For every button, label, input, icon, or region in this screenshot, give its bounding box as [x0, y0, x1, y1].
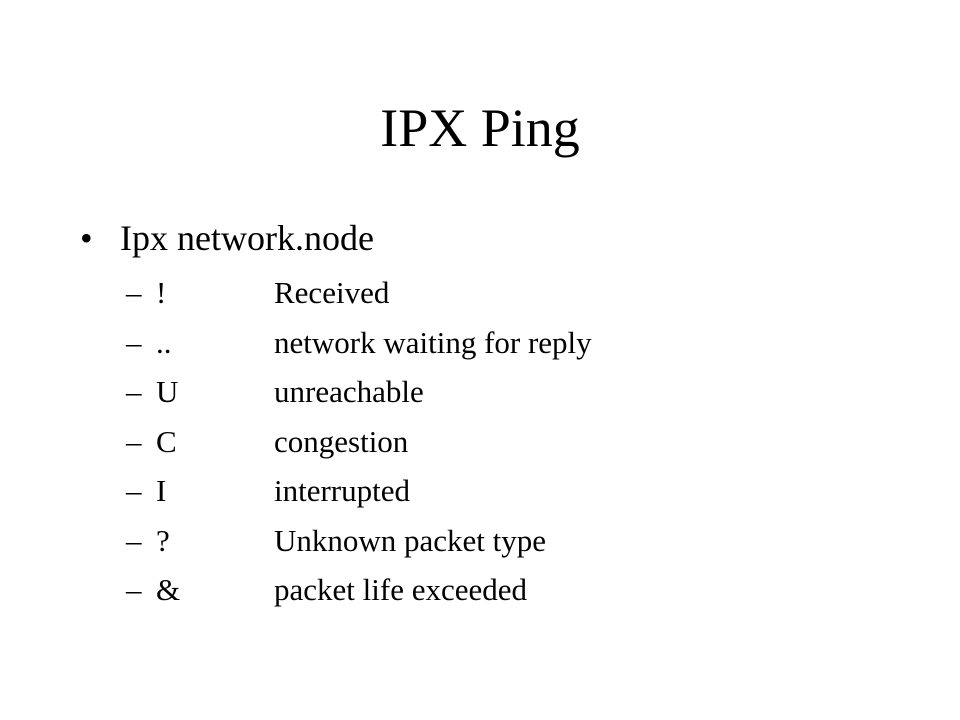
- sub-bullet-item: – ? Unknown packet type: [126, 516, 592, 566]
- ping-symbol: U: [156, 374, 179, 409]
- symbol-description: interrupted: [274, 473, 411, 508]
- dash-icon: –: [126, 572, 142, 607]
- main-bullet: • Ipx network.node: [80, 210, 374, 266]
- dash-icon: –: [126, 522, 142, 558]
- ping-symbol: I: [156, 473, 167, 508]
- ping-symbol: ..: [156, 324, 172, 360]
- sub-bullet-item: – C congestion: [126, 417, 592, 467]
- sub-bullet-item: – U unreachable: [126, 367, 592, 417]
- dash-icon: –: [126, 275, 142, 310]
- sub-bullet-item: – ! Received: [126, 268, 592, 318]
- symbol-description: network waiting for reply: [274, 324, 592, 360]
- sub-bullet-item: – .. network waiting for reply: [126, 318, 592, 368]
- sub-bullet-list: – ! Received – .. network waiting for re…: [126, 268, 592, 615]
- slide-title: IPX Ping: [380, 98, 580, 158]
- sub-bullet-item: – & packet life exceeded: [126, 565, 592, 615]
- symbol-description: congestion: [274, 423, 409, 459]
- ping-symbol: &: [156, 572, 181, 607]
- ping-symbol: ?: [156, 522, 170, 558]
- sub-bullet-item: – I interrupted: [126, 466, 592, 516]
- bullet-dot-icon: •: [80, 218, 93, 258]
- ping-symbol: !: [156, 275, 167, 310]
- ping-symbol: C: [156, 423, 177, 459]
- dash-icon: –: [126, 324, 142, 360]
- symbol-description: Received: [274, 275, 390, 310]
- main-bullet-text: Ipx network.node: [120, 218, 374, 258]
- dash-icon: –: [126, 473, 142, 508]
- dash-icon: –: [126, 423, 142, 459]
- symbol-description: Unknown packet type: [274, 522, 547, 558]
- symbol-description: unreachable: [274, 374, 424, 409]
- dash-icon: –: [126, 374, 142, 409]
- symbol-description: packet life exceeded: [274, 572, 527, 607]
